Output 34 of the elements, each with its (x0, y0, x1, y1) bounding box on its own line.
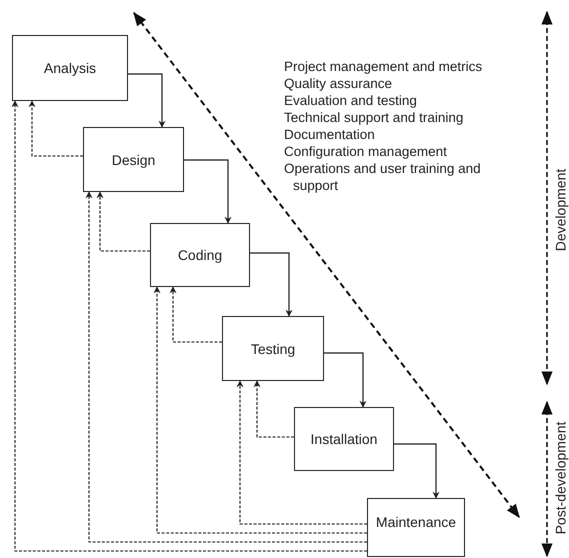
phase-box (294, 407, 394, 471)
phase-box (150, 223, 250, 287)
phase-box (222, 316, 324, 381)
activity-item: Technical support and training (284, 109, 464, 126)
flow-arrow (128, 73, 166, 128)
phase-box (83, 127, 184, 192)
activity-item: Evaluation and testing (284, 92, 418, 109)
activity-item: Project management and metrics (284, 58, 484, 75)
phase-label: Analysis (44, 60, 96, 76)
feedback-arrow (236, 380, 367, 525)
phase-box (367, 498, 465, 557)
phase-label: Design (112, 152, 156, 168)
phase-label: Coding (178, 247, 222, 263)
flow-arrow (250, 252, 292, 317)
phase-span-label: Post-development (554, 422, 568, 534)
feedback-arrow (96, 191, 150, 252)
activity-item: Quality assurance (284, 75, 394, 92)
activity-item: Configuration management (284, 143, 448, 160)
feedback-arrow (28, 100, 83, 157)
activity-item: Documentation (284, 126, 376, 143)
phase-label: Maintenance (376, 514, 456, 530)
activity-item: Operations and user training and support (284, 160, 482, 194)
phase-box (12, 35, 128, 101)
phase-span-label: Development (554, 168, 568, 252)
flow-arrow (324, 352, 366, 408)
feedback-arrow (86, 191, 367, 543)
feedback-arrow (12, 100, 367, 552)
flow-arrow (394, 443, 440, 499)
feedback-arrow (154, 286, 367, 534)
feedback-arrow (170, 286, 222, 343)
phase-label: Installation (310, 431, 378, 447)
flow-arrow (184, 159, 232, 224)
phase-label: Testing (250, 340, 296, 356)
feedback-arrow (254, 380, 294, 438)
